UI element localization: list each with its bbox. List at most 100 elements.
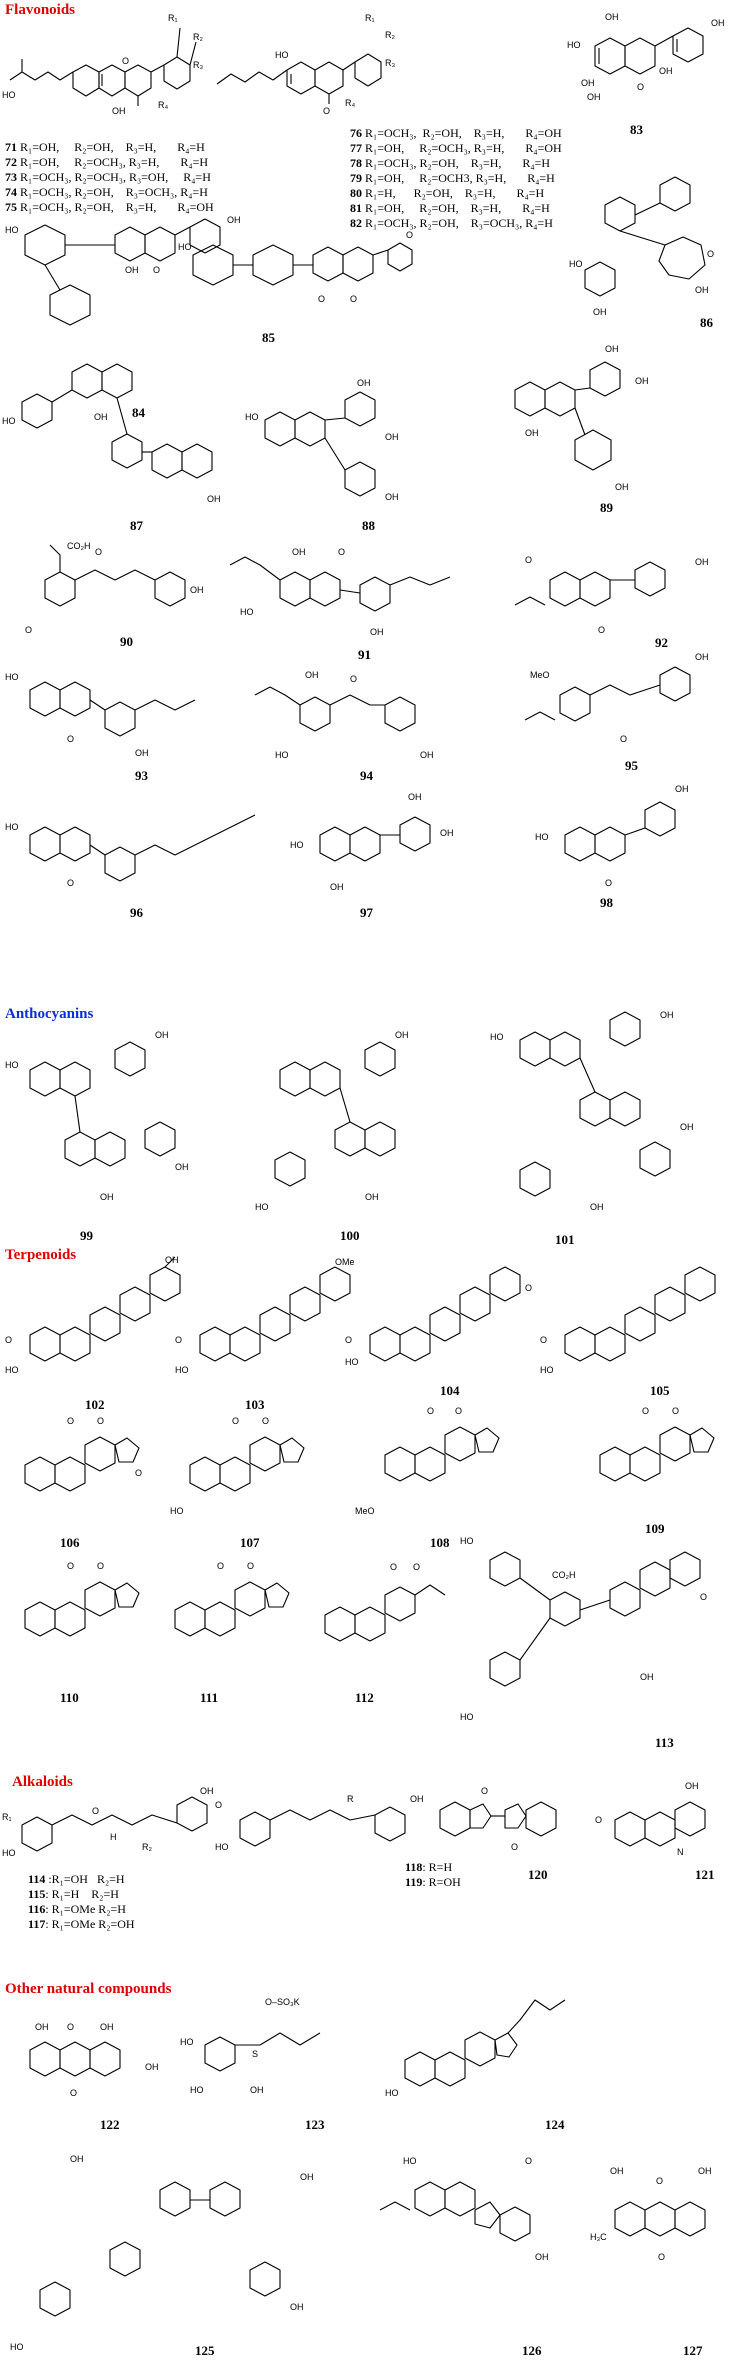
svg-text:O: O — [95, 547, 102, 557]
svg-text:OH: OH — [695, 557, 709, 567]
svg-text:HO: HO — [490, 1032, 504, 1042]
svg-text:R₁: R₁ — [168, 13, 178, 23]
svg-text:HO: HO — [240, 607, 254, 617]
structure-95: MeO OH O — [524, 652, 709, 744]
compound-label: 120 — [528, 1867, 548, 1882]
svg-text:O: O — [345, 1335, 352, 1345]
svg-text:OH: OH — [581, 78, 595, 88]
svg-text:OH: OH — [711, 18, 725, 28]
compound-label: 105 — [650, 1383, 670, 1398]
compound-label: 113 — [655, 1735, 674, 1750]
atom-label: HO — [2, 90, 16, 100]
structure-109: O O — [599, 1406, 715, 1482]
structure-111: O O — [174, 1561, 290, 1637]
substituent-row: 73 R₁=OCH₃, R₂=OCH₃, R₃=OH, R₄=H — [5, 170, 211, 184]
svg-text:OH: OH — [145, 2062, 159, 2072]
svg-text:OH: OH — [155, 1030, 169, 1040]
svg-text:HO: HO — [2, 1848, 16, 1858]
structure-87: HO OH OH — [2, 363, 221, 504]
substituent-row: 115: R₁=H R₂=H — [28, 1887, 119, 1901]
structure-120: O O — [439, 1786, 557, 1852]
structure-124: HO — [385, 1999, 566, 2098]
svg-text:OH: OH — [70, 2154, 84, 2164]
svg-text:O: O — [350, 674, 357, 684]
svg-text:OH: OH — [207, 494, 221, 504]
svg-text:OH: OH — [695, 652, 709, 662]
svg-text:O: O — [540, 1335, 547, 1345]
compound-label: 107 — [240, 1535, 260, 1550]
compound-label: 122 — [100, 2117, 120, 2132]
substituent-row: 119: R=OH — [405, 1875, 461, 1889]
compound-label: 123 — [305, 2117, 325, 2132]
svg-text:HO: HO — [215, 1842, 229, 1852]
compound-label: 108 — [430, 1535, 450, 1550]
svg-text:O: O — [642, 1406, 649, 1416]
svg-text:OH: OH — [615, 482, 629, 492]
svg-text:O: O — [318, 294, 325, 304]
svg-text:O: O — [605, 878, 612, 888]
substituent-row: 72 R₁=OH, R₂=OCH₃, R₃=H, R₄=H — [5, 155, 209, 169]
svg-text:HO: HO — [5, 1365, 19, 1375]
svg-text:CO₂H: CO₂H — [67, 541, 91, 551]
svg-text:O: O — [620, 734, 627, 744]
compound-label: 100 — [340, 1228, 360, 1243]
svg-text:O: O — [67, 1416, 74, 1426]
structure-105: O HO — [540, 1266, 716, 1375]
compound-label: 121 — [695, 1867, 715, 1882]
svg-text:O: O — [598, 625, 605, 635]
svg-text:O: O — [135, 1468, 142, 1478]
svg-text:OH: OH — [635, 376, 649, 386]
svg-text:HO: HO — [290, 840, 304, 850]
svg-text:HO: HO — [190, 2085, 204, 2095]
svg-text:O: O — [5, 1335, 12, 1345]
substituent-row: 116: R₁=OMe R₂=H — [28, 1902, 126, 1916]
svg-text:O: O — [525, 1283, 532, 1293]
svg-text:OH: OH — [420, 750, 434, 760]
compound-label: 85 — [262, 330, 275, 345]
compound-label: 126 — [522, 2343, 542, 2358]
structure-103: OMe O HO — [175, 1257, 355, 1375]
svg-text:OH: OH — [165, 1255, 179, 1265]
compound-label: 112 — [355, 1690, 374, 1705]
compound-label: 104 — [440, 1383, 460, 1398]
structure-101: HO OH OH OH — [490, 1010, 694, 1212]
structure-76-82: HO R₁ R₂ R₃ R₄ O — [216, 13, 395, 116]
svg-text:O: O — [175, 1335, 182, 1345]
svg-text:O: O — [350, 294, 357, 304]
substituent-table-71-75: 71 R₁=OH, R₂=OH, R₃=H, R₄=H 72 R₁=OH, R₂… — [5, 140, 214, 215]
structure-123: O–SO₃K S HO HO OH — [180, 1997, 321, 2095]
svg-text:OH: OH — [440, 828, 454, 838]
svg-text:O: O — [70, 2088, 77, 2098]
svg-text:MeO: MeO — [530, 670, 550, 680]
svg-text:OH: OH — [640, 1672, 654, 1682]
structure-104: O O HO — [345, 1266, 532, 1367]
svg-text:OH: OH — [385, 432, 399, 442]
compound-label: 95 — [625, 758, 638, 773]
svg-text:OH: OH — [100, 2022, 114, 2032]
compound-label: 109 — [645, 1521, 665, 1536]
structure-84: HO OH OH O — [5, 215, 241, 326]
svg-text:OH: OH — [605, 12, 619, 22]
svg-text:O: O — [672, 1406, 679, 1416]
compound-label: 106 — [60, 1535, 80, 1550]
structure-118-119: O HO R OH — [215, 1794, 424, 1852]
svg-text:HO: HO — [275, 50, 289, 60]
svg-text:OH: OH — [112, 106, 126, 116]
substituent-row: 71 R₁=OH, R₂=OH, R₃=H, R₄=H — [5, 140, 205, 154]
svg-text:R₂: R₂ — [385, 30, 395, 40]
substituent-row: 78 R₁=OCH₃, R₂=OH, R₃=H, R₄=H — [350, 156, 551, 170]
structure-110: O O — [24, 1561, 140, 1637]
compound-label: 93 — [135, 768, 148, 783]
svg-text:O: O — [67, 2022, 74, 2032]
svg-text:OH: OH — [125, 265, 139, 275]
compound-label: 88 — [362, 518, 375, 533]
compound-label: 127 — [683, 2343, 703, 2358]
structure-96: HO O — [5, 814, 256, 888]
structure-122: OH O OH O OH — [29, 2022, 159, 2098]
svg-text:OH: OH — [695, 285, 709, 295]
svg-text:OH: OH — [100, 1192, 114, 1202]
svg-text:HO: HO — [180, 2037, 194, 2047]
svg-text:OH: OH — [200, 1786, 214, 1796]
compound-label: 99 — [80, 1228, 93, 1243]
svg-text:OH: OH — [330, 882, 344, 892]
